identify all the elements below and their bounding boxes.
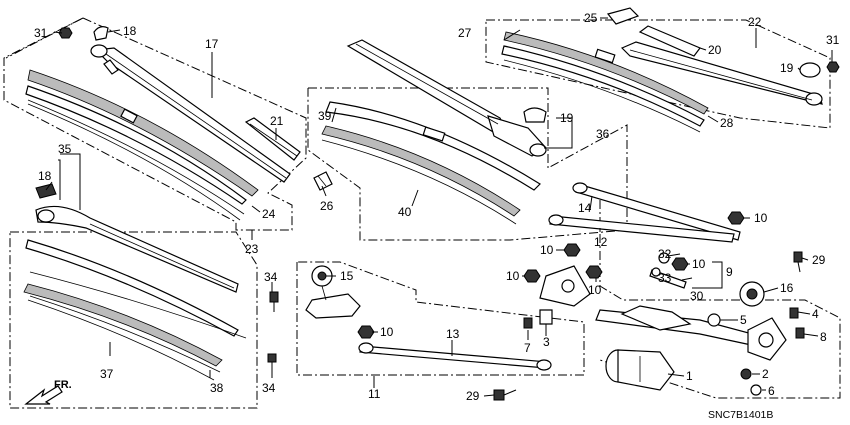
nut-10-linkage	[357, 325, 375, 339]
front-direction-arrow: FR.	[24, 379, 72, 405]
driver-blade	[25, 69, 259, 221]
callout-14: 14	[578, 201, 592, 215]
callout-10-a: 10	[540, 243, 554, 257]
linkage-border	[296, 261, 585, 376]
grommet-5	[707, 313, 721, 327]
bolt-4-8	[789, 307, 805, 339]
motor-linkage-border	[599, 200, 841, 399]
callout-10-d: 10	[692, 257, 706, 271]
callout-29-bottom: 29	[466, 389, 480, 403]
callout-labels: 31 18 17 21 24 23 35 18 37 38 34 34 15 1…	[34, 11, 840, 403]
callout-31: 31	[34, 26, 48, 40]
callout-17: 17	[205, 37, 219, 51]
leader-lines	[45, 17, 833, 397]
callout-13: 13	[446, 327, 460, 341]
motor-1	[605, 349, 675, 391]
callout-6: 6	[768, 384, 775, 398]
callout-3: 3	[543, 335, 550, 349]
crank-30	[649, 252, 687, 289]
nut-31-right	[826, 61, 840, 73]
clip-26	[313, 171, 333, 191]
callout-29-right: 29	[812, 253, 826, 267]
pivot-assembly-right	[747, 317, 787, 361]
callout-34-bottom: 34	[262, 381, 276, 395]
arm-cap-19	[523, 107, 547, 123]
callout-32: 32	[658, 247, 672, 261]
callout-31-right: 31	[826, 33, 840, 47]
callout-38: 38	[210, 381, 224, 395]
center-arm-36	[346, 39, 547, 157]
callout-21: 21	[270, 114, 284, 128]
driver-wiper-border	[3, 17, 307, 231]
right-arm-border	[485, 19, 831, 129]
callout-15: 15	[340, 269, 354, 283]
pivot-16	[739, 281, 765, 307]
callout-37: 37	[100, 367, 114, 381]
callout-28: 28	[720, 116, 734, 130]
center-blade-40	[321, 101, 541, 225]
callout-26: 26	[320, 199, 334, 213]
group-borders	[3, 17, 841, 409]
nut-10-right	[727, 211, 745, 225]
callout-2: 2	[762, 367, 769, 381]
callout-9: 9	[726, 265, 733, 279]
callout-10-linkage: 10	[380, 325, 394, 339]
bolt-34-top	[269, 291, 279, 312]
callout-40: 40	[398, 205, 412, 219]
front-direction-label: FR.	[54, 379, 72, 391]
bolt-34-bottom	[267, 353, 277, 363]
callout-20: 20	[708, 43, 722, 57]
callout-19-right: 19	[780, 61, 794, 75]
callout-1: 1	[686, 369, 693, 383]
passenger-blade-37	[23, 239, 247, 381]
main-linkage-frame	[595, 305, 761, 347]
link-rod-14	[572, 182, 741, 241]
callout-8: 8	[820, 330, 827, 344]
bolt-29-bottom	[493, 389, 517, 401]
arm-cap-18-left	[35, 183, 57, 199]
callout-25: 25	[584, 11, 598, 25]
callout-35: 35	[58, 142, 72, 156]
right-blade-28	[501, 31, 709, 133]
grommets-2-6-3-7	[523, 309, 762, 396]
callout-4: 4	[812, 307, 819, 321]
callout-36: 36	[596, 127, 610, 141]
callout-10-b: 10	[506, 269, 520, 283]
arm-cap-25	[606, 7, 640, 25]
link-rod-13	[358, 342, 552, 371]
center-blade-border	[307, 87, 628, 241]
link-rod-12	[548, 214, 735, 243]
arm-cap-18	[93, 26, 109, 41]
callout-18: 18	[123, 24, 137, 38]
callout-24: 24	[262, 207, 276, 221]
right-wiper-arm-22	[620, 41, 823, 106]
driver-wiper-upper-border	[5, 17, 84, 59]
drawing-code: SNC7B1401B	[708, 409, 773, 421]
left-blade-border	[9, 231, 258, 409]
callout-23: 23	[245, 242, 259, 256]
callout-30: 30	[690, 289, 704, 303]
callout-10-c: 10	[588, 283, 602, 297]
callout-11: 11	[368, 387, 381, 401]
callout-10-right: 10	[754, 211, 768, 225]
callout-18-left: 18	[38, 169, 52, 183]
bolt-29-right	[793, 251, 803, 273]
callout-5: 5	[740, 313, 747, 327]
callout-27: 27	[458, 26, 472, 40]
callout-34-top: 34	[264, 270, 278, 284]
passenger-arm-35	[35, 205, 239, 293]
callout-22: 22	[748, 15, 762, 29]
driver-wiper-arm	[90, 44, 291, 183]
arm-cap-19-right	[799, 62, 821, 78]
callout-33: 33	[658, 271, 672, 285]
callout-39: 39	[318, 109, 332, 123]
callout-16: 16	[780, 281, 794, 295]
callout-19-center: 19	[560, 111, 574, 125]
bracket-pivot	[539, 265, 591, 307]
blade-insert-21	[244, 117, 301, 161]
callout-12: 12	[594, 235, 608, 249]
callout-7: 7	[524, 341, 531, 355]
pivot-15	[305, 265, 361, 319]
